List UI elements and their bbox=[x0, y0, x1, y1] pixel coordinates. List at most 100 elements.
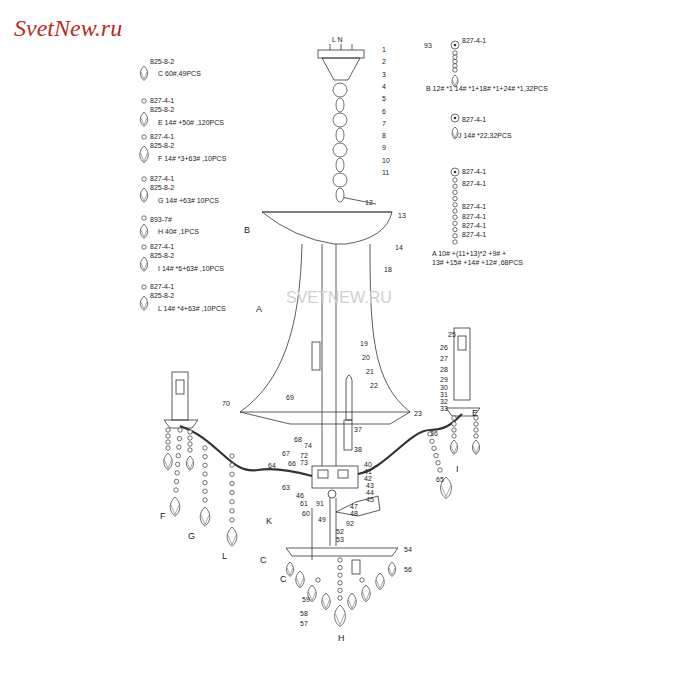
part-spec: 827-4-1 bbox=[150, 283, 174, 290]
callout-number: 46 bbox=[296, 492, 304, 499]
crystal-facet bbox=[141, 230, 147, 237]
crystal bbox=[140, 146, 148, 163]
callout-number: 30 bbox=[440, 384, 448, 391]
lower-bowl bbox=[286, 548, 398, 556]
callout-number: 49 bbox=[318, 516, 326, 523]
callout-number: 57 bbox=[300, 620, 308, 627]
bead bbox=[453, 234, 457, 238]
part-spec: 825-8-2 bbox=[150, 142, 174, 149]
bead bbox=[436, 461, 440, 465]
callout-number: 23 bbox=[414, 410, 422, 417]
crystal bbox=[452, 127, 458, 139]
callout-number: 7 bbox=[382, 120, 386, 127]
bead bbox=[360, 578, 364, 582]
crystal-facet bbox=[141, 153, 148, 161]
part-letter: C bbox=[280, 575, 287, 584]
callout-number: 65 bbox=[436, 476, 444, 483]
part-spec: 827-4-1 bbox=[462, 37, 486, 44]
part-letter: K bbox=[266, 517, 272, 526]
crystal bbox=[388, 562, 395, 576]
callout-number: 29 bbox=[440, 376, 448, 383]
bead bbox=[142, 285, 146, 289]
part-letter: E bbox=[472, 409, 478, 418]
inner-candle bbox=[312, 342, 320, 370]
stem-link bbox=[336, 158, 344, 172]
stem-link bbox=[333, 143, 347, 157]
crystal-facet bbox=[187, 462, 193, 469]
part-spec: 13# +15# +14# +12# ,68PCS bbox=[432, 259, 523, 266]
callout-number: 63 bbox=[282, 484, 290, 491]
bead bbox=[452, 434, 456, 438]
bead bbox=[452, 428, 456, 432]
bead bbox=[166, 440, 170, 444]
part-spec: C 60#,49PCS bbox=[158, 70, 201, 77]
lamp-shade bbox=[240, 244, 410, 412]
callout-number: 14 bbox=[395, 244, 403, 251]
bead bbox=[177, 436, 181, 440]
callout-number: 40 bbox=[364, 461, 372, 468]
bead bbox=[176, 462, 180, 466]
stem-link bbox=[333, 113, 347, 127]
callout-number: 52 bbox=[336, 528, 344, 535]
callout-number: 21 bbox=[366, 368, 374, 375]
callout-number: 48 bbox=[350, 510, 358, 517]
bead bbox=[438, 468, 442, 472]
crystal bbox=[227, 527, 237, 546]
bead bbox=[175, 471, 179, 475]
part-spec: 827-4-1 bbox=[462, 180, 486, 187]
crystal bbox=[186, 456, 193, 470]
part-spec: I 14# *6+63# ,10PCS bbox=[158, 265, 224, 272]
part-spec: H 40# ,1PCS bbox=[158, 228, 199, 235]
callout-number: 25 bbox=[448, 331, 456, 338]
bead bbox=[432, 446, 436, 450]
part-spec: 827-4-1 bbox=[150, 97, 174, 104]
bead bbox=[142, 99, 146, 103]
stem-link bbox=[333, 173, 347, 187]
crystal bbox=[140, 66, 147, 80]
bead bbox=[338, 596, 342, 600]
bead bbox=[453, 203, 457, 207]
bead bbox=[166, 428, 170, 432]
bead bbox=[188, 436, 192, 440]
callout-number: 10 bbox=[382, 157, 390, 164]
callout-number: 58 bbox=[300, 610, 308, 617]
bead bbox=[177, 445, 181, 449]
rosette bbox=[451, 114, 459, 122]
bead bbox=[338, 558, 342, 562]
bead bbox=[316, 578, 320, 582]
callout-number: 41 bbox=[364, 468, 372, 475]
crystal-facet bbox=[141, 118, 147, 125]
crystal-facet bbox=[349, 600, 356, 608]
bead bbox=[142, 135, 146, 139]
callout-number: 47 bbox=[350, 503, 358, 510]
part-spec: 825-8-2 bbox=[150, 252, 174, 259]
part-spec: G 14# +63# 10PCS bbox=[158, 197, 219, 204]
right-candle bbox=[454, 328, 470, 400]
callout-number: 42 bbox=[364, 475, 372, 482]
callout-number: 4 bbox=[382, 83, 386, 90]
crystal-facet bbox=[141, 72, 147, 79]
bulb bbox=[346, 375, 352, 420]
bead bbox=[166, 434, 170, 438]
callout-number: 8 bbox=[382, 132, 386, 139]
crystal-facet bbox=[165, 460, 172, 468]
callout-number: 6 bbox=[382, 108, 386, 115]
part-spec: L 14# *4+63# ,10PCS bbox=[158, 305, 226, 312]
part-spec: 827-4-1 bbox=[462, 203, 486, 210]
bead bbox=[188, 430, 192, 434]
part-spec: 825-8-2 bbox=[150, 184, 174, 191]
crystal-drops bbox=[140, 41, 480, 627]
crystal-facet bbox=[201, 515, 209, 525]
part-spec: 825-8-2 bbox=[150, 292, 174, 299]
crystal-facet bbox=[377, 580, 384, 588]
part-spec: 827-4-1 bbox=[462, 168, 486, 175]
bead bbox=[230, 518, 234, 522]
bead bbox=[434, 453, 438, 457]
callout-number: 31 bbox=[440, 391, 448, 398]
bead bbox=[203, 472, 207, 476]
left-arm bbox=[180, 426, 312, 476]
crystal-facet bbox=[141, 194, 147, 201]
crystal-facet bbox=[451, 446, 457, 453]
callout-number: 72 bbox=[300, 452, 308, 459]
